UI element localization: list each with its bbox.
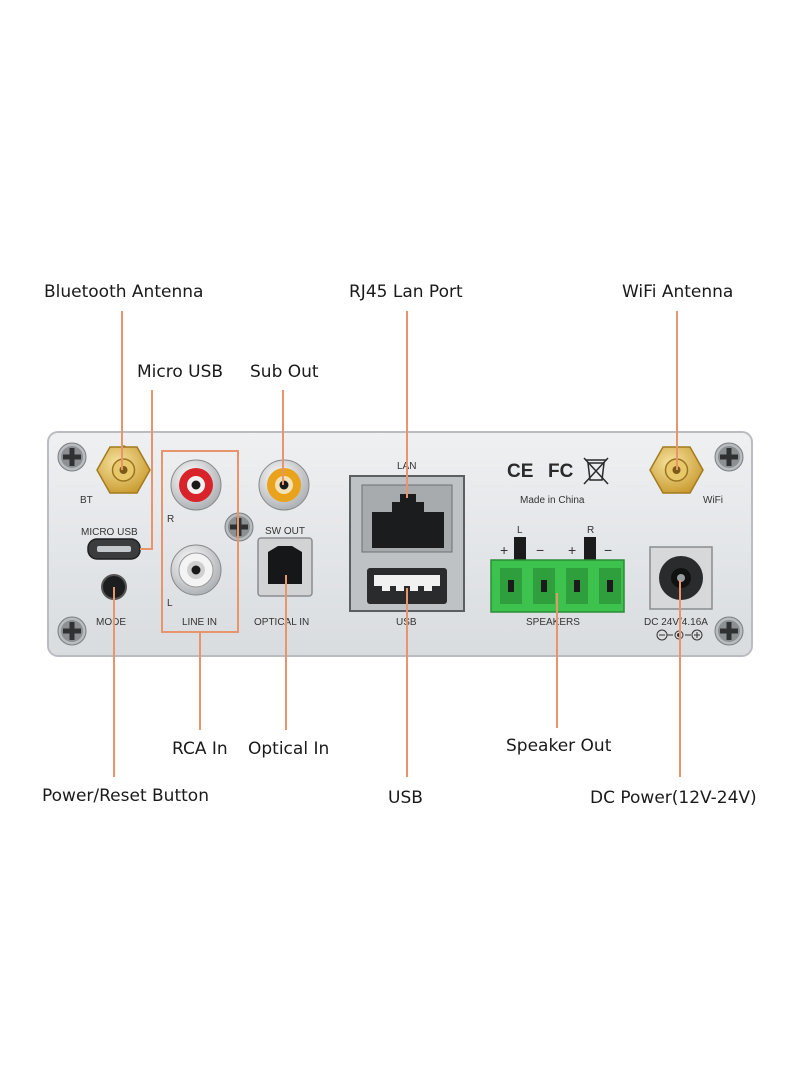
callout-power-reset: Power/Reset Button [42,786,209,806]
usb-a-port[interactable] [367,568,447,604]
ce-mark: CE [507,461,533,482]
callout-rca-in: RCA In [172,739,228,759]
rca-right-jack[interactable] [170,459,222,511]
speaker-terminal-pins [514,537,596,562]
callout-bluetooth-antenna: Bluetooth Antenna [44,282,203,302]
weee-icon [583,457,609,485]
spk-l-label: L [517,525,523,536]
spk-minus-1: − [536,542,544,558]
screw-icon [714,616,744,646]
screw-icon [714,442,744,472]
spk-plus-2: + [568,542,576,558]
optical-in-label: OPTICAL IN [254,617,309,628]
rj45-port[interactable] [361,484,453,553]
fc-mark: FC [548,461,574,482]
leader-micro-usb [140,390,153,550]
callout-sub-out: Sub Out [250,362,319,382]
spk-minus-2: − [604,542,612,558]
bt-label: BT [80,495,93,506]
callout-speaker-out: Speaker Out [506,736,612,756]
rca-left-jack[interactable] [170,544,222,596]
sw-out-label: SW OUT [265,526,305,537]
mode-label: MODE [96,617,126,628]
speakers-label: SPEAKERS [526,617,580,628]
callout-dc-power: DC Power(12V-24V) [590,788,757,808]
callout-rj45: RJ45 Lan Port [349,282,463,302]
dc-rating-label: DC 24V/4.16A [644,617,708,628]
screw-icon [57,616,87,646]
dc-power-jack[interactable] [649,546,713,610]
callout-usb: USB [388,788,423,808]
callout-wifi-antenna: WiFi Antenna [622,282,733,302]
screw-icon [57,442,87,472]
callout-optical-in: Optical In [248,739,329,759]
made-in-label: Made in China [520,495,585,506]
spk-r-label: R [587,525,594,536]
callout-micro-usb: Micro USB [137,362,223,382]
micro-usb-label: MICRO USB [81,527,138,538]
bt-antenna-connector [96,445,151,494]
line-in-label: LINE IN [182,617,217,628]
rca-l-label: L [167,598,173,609]
wifi-label: WiFi [703,495,723,506]
rca-r-label: R [167,514,174,525]
optical-in-port[interactable] [257,537,313,597]
spk-plus-1: + [500,542,508,558]
